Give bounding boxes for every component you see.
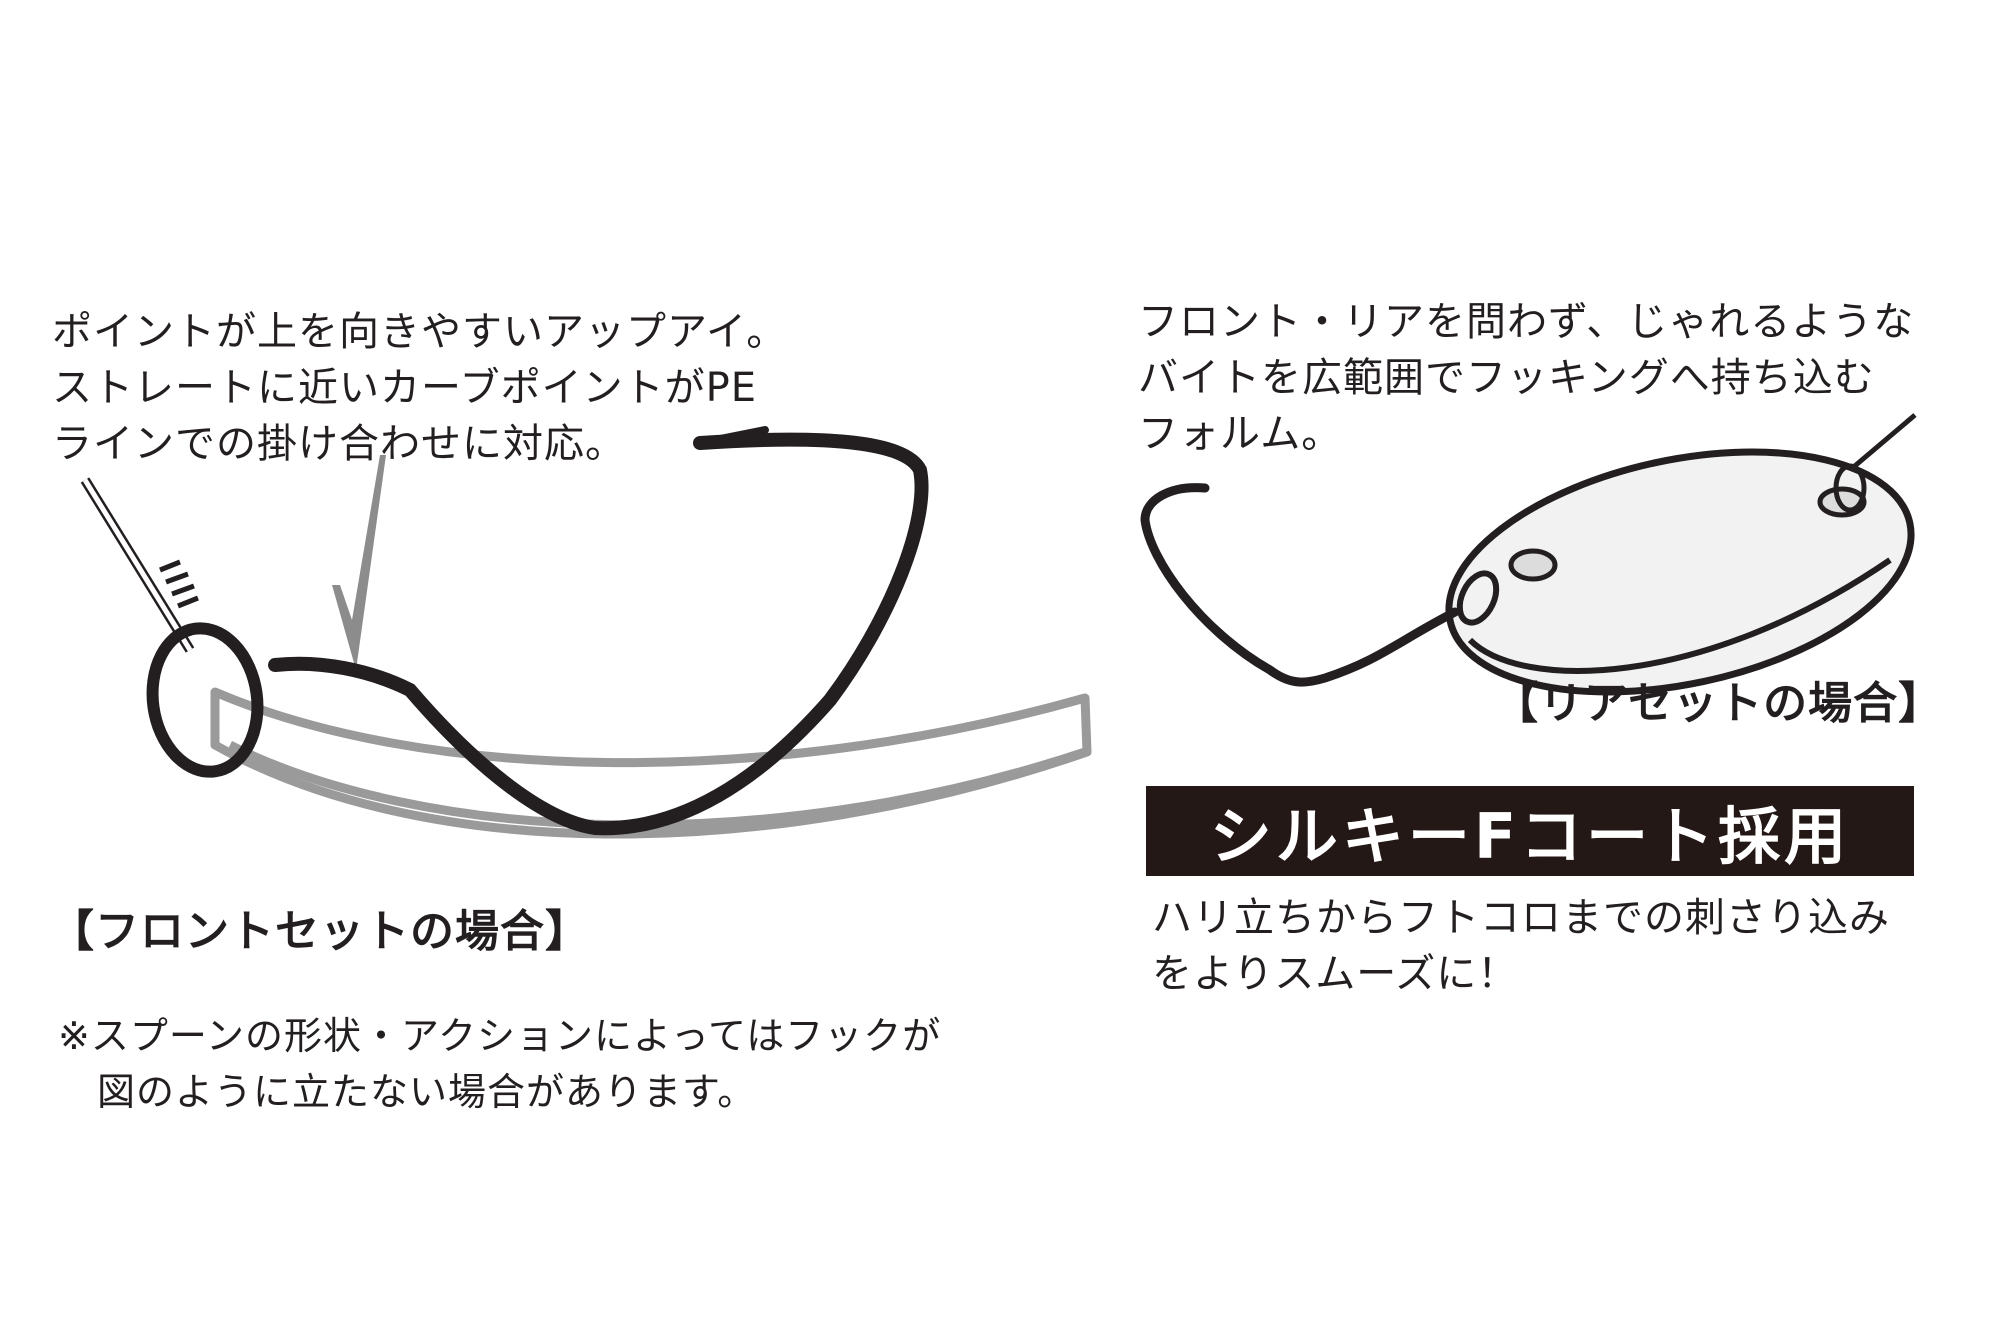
text-line: ※スプーンの形状・アクションによってはフックが <box>58 1014 942 1058</box>
front-set-description: ポイントが上を向きやすいアップアイ。 ストレートに近いカーブポイントがPE ライ… <box>52 304 787 472</box>
spoon-lure-illustration <box>1445 413 1917 696</box>
text-line: ストレートに近いカーブポイントがPE <box>52 365 757 411</box>
rear-set-description: フロント・リアを問わず、じゃれるような バイトを広範囲でフッキングへ持ち込む フ… <box>1138 294 1914 462</box>
text-line: をよりスムーズに！ <box>1152 951 1519 997</box>
rear-hook-icon <box>1140 483 1460 687</box>
text-line: フロント・リアを問わず、じゃれるような <box>1138 299 1915 345</box>
text-line: ハリ立ちからフトコロまでの刺さり込み <box>1152 895 1890 941</box>
split-ring-icon <box>146 622 264 778</box>
rear-set-caption: 【リアセットの場合】 <box>1494 678 1944 729</box>
text-line: 図のように立たない場合があります。 <box>58 1070 757 1114</box>
text-line: ポイントが上を向きやすいアップアイ。 <box>52 309 788 355</box>
front-set-caption: 【フロントセットの場合】 <box>50 906 590 957</box>
feature-banner: シルキーFコート採用 <box>1146 786 1914 876</box>
text-line: フォルム。 <box>1138 411 1343 457</box>
worm-bait-illustration <box>210 687 1092 839</box>
fishing-line-icon <box>80 477 199 653</box>
text-line: ラインでの掛け合わせに対応。 <box>52 421 626 467</box>
pointer-arrow-icon <box>332 455 386 670</box>
front-hook-icon <box>268 432 929 836</box>
feature-description: ハリ立ちからフトコロまでの刺さり込み をよりスムーズに！ <box>1152 890 1890 1002</box>
front-set-note: ※スプーンの形状・アクションによってはフックが 図のように立たない場合があります… <box>58 1008 941 1120</box>
text-line: バイトを広範囲でフッキングへ持ち込む <box>1138 355 1875 401</box>
